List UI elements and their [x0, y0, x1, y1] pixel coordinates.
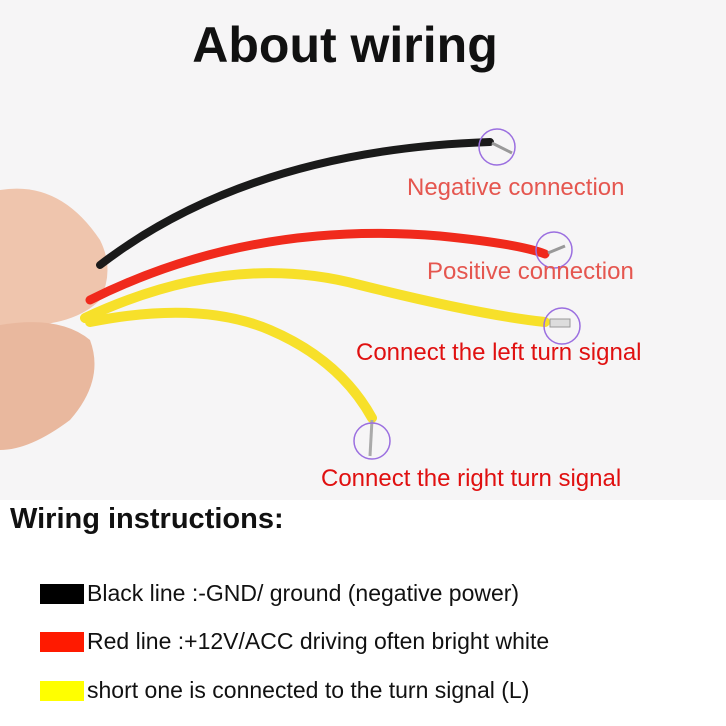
red-swatch: [40, 631, 84, 652]
hand-finger: [0, 188, 108, 326]
black-wire: [96, 138, 494, 269]
marker-right-turn: [353, 422, 391, 460]
yellow-wire-left: [80, 268, 550, 327]
marker-positive: [535, 231, 573, 269]
label-positive: Positive connection: [427, 258, 634, 285]
legend-black: Black line :-GND/ ground (negative power…: [40, 580, 519, 607]
instructions-heading: Wiring instructions:: [10, 503, 284, 535]
label-left-turn: Connect the left turn signal: [356, 339, 642, 366]
legend-yellow: short one is connected to the turn signa…: [40, 677, 529, 704]
wiring-photo: [0, 128, 581, 460]
legend-red: Red line :+12V/ACC driving often bright …: [40, 628, 549, 655]
marker-negative: [478, 128, 516, 166]
legend-text: Red line :+12V/ACC driving often bright …: [87, 628, 550, 654]
legend-text: Black line :-GND/ ground (negative power…: [87, 580, 520, 606]
yellow-wire-right: [85, 307, 377, 423]
marker-left-turn: [543, 307, 581, 345]
page-title: About wiring: [192, 17, 498, 73]
label-negative: Negative connection: [407, 174, 625, 201]
black-swatch: [40, 583, 84, 604]
hand-thumb: [0, 322, 95, 450]
label-right-turn: Connect the right turn signal: [321, 465, 622, 492]
yellow-swatch: [40, 680, 84, 701]
legend-text: short one is connected to the turn signa…: [87, 677, 530, 703]
red-wire: [85, 228, 550, 305]
